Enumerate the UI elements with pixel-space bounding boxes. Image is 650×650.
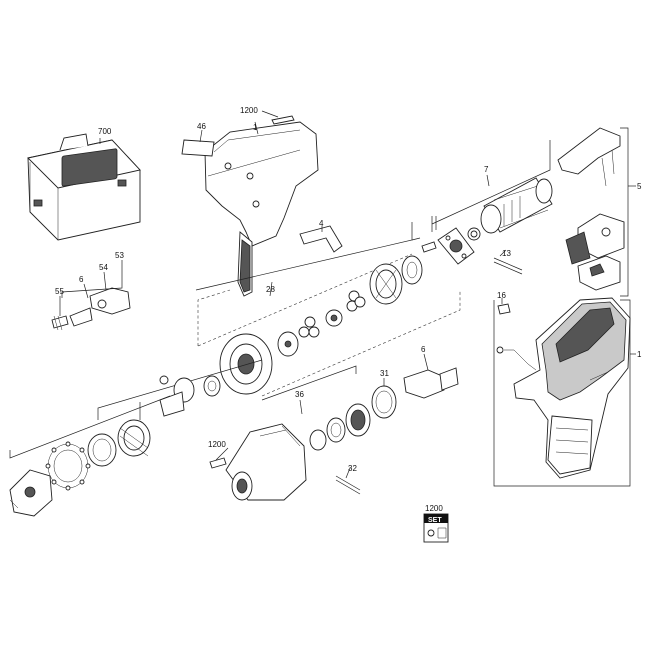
led-part-16	[497, 303, 511, 315]
label-16: 16	[497, 291, 506, 300]
spring	[117, 419, 151, 457]
label-700: 700	[98, 127, 112, 136]
label-1200-mid: 1200	[208, 440, 226, 449]
spindle-washer	[203, 375, 221, 397]
label-32: 32	[348, 464, 357, 473]
label-5: 5	[637, 182, 642, 191]
label-1-side: 1	[637, 350, 642, 359]
screw-part-1200	[209, 457, 227, 469]
label-55: 55	[55, 287, 64, 296]
label-53: 53	[115, 251, 124, 260]
label-28: 28	[266, 285, 275, 294]
label-1-housing: 1	[253, 123, 258, 132]
label-4: 4	[319, 219, 324, 228]
carry-case-part-700	[27, 133, 141, 241]
bit-holder-assembly	[51, 287, 131, 331]
battery-contact-part	[557, 127, 621, 187]
label-31: 31	[380, 369, 389, 378]
housing-half-part-1	[204, 115, 319, 297]
switch-part	[565, 213, 625, 265]
ball-bearing-ring	[45, 441, 91, 491]
planet-carrier	[277, 331, 299, 357]
ring-washer	[87, 433, 117, 467]
label-1200-top: 1200	[240, 106, 258, 115]
label-1200-set: 1200	[425, 504, 443, 513]
label-46: 46	[197, 122, 206, 131]
label-6-mid: 6	[421, 345, 426, 354]
label-13: 13	[502, 249, 511, 258]
set-icon: SET	[423, 513, 449, 543]
gear-housing	[219, 333, 273, 395]
label-36: 36	[295, 390, 304, 399]
hammer	[9, 469, 53, 517]
label-54: 54	[99, 263, 108, 272]
planet-gears	[298, 290, 366, 338]
set-badge-label: SET	[428, 517, 442, 524]
handle-housing-part-1	[513, 297, 631, 479]
motor-plate	[437, 227, 475, 265]
small-screw	[421, 241, 437, 253]
label-7: 7	[484, 165, 489, 174]
motor-part-7	[480, 177, 553, 234]
ring-gear	[369, 263, 403, 305]
spindle	[159, 375, 195, 417]
bracket-part-4	[299, 225, 343, 253]
bushing-rings	[309, 403, 371, 451]
terminal-block-part	[577, 255, 621, 291]
washer-ring	[401, 255, 423, 285]
label-plate-part-46	[181, 139, 215, 157]
led-wire	[504, 349, 537, 371]
pinion-gear	[467, 227, 481, 241]
anvil-part-6	[403, 367, 459, 399]
label-6-top: 6	[79, 275, 84, 284]
nose-cover	[225, 423, 307, 501]
